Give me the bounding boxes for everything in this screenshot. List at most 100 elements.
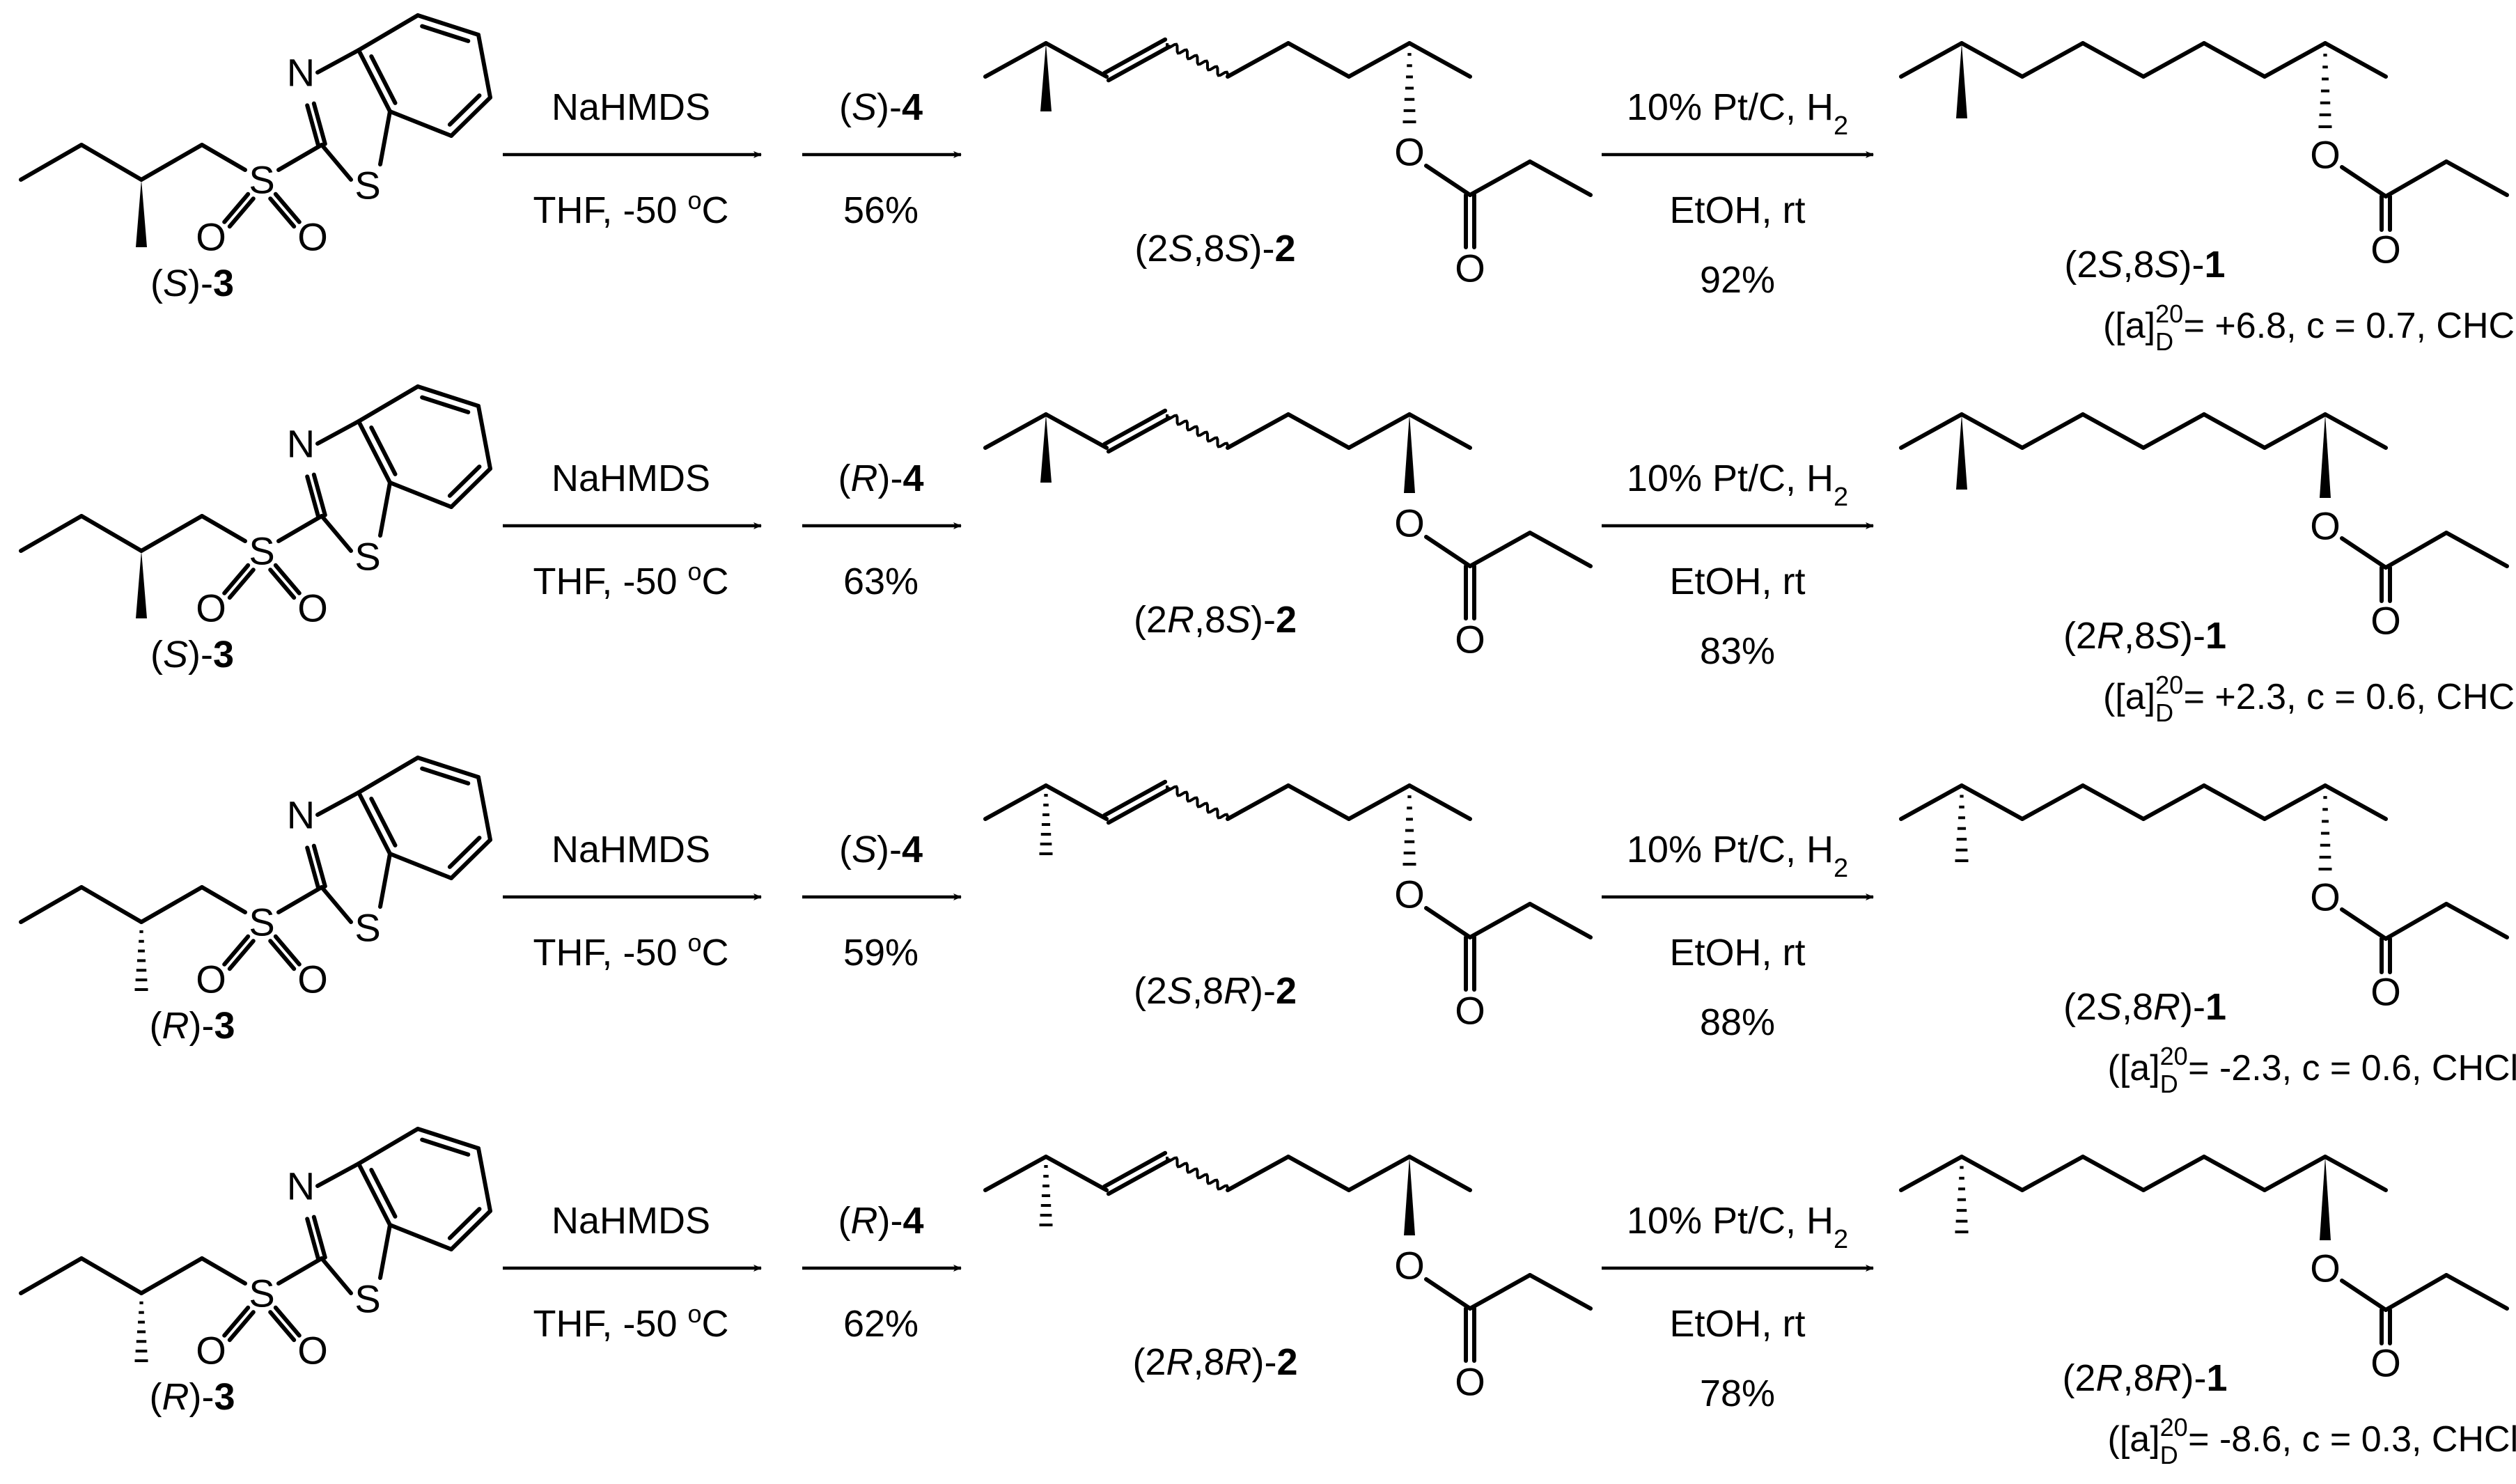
label-part: ( [838, 1200, 851, 1242]
label-part: )- [189, 1376, 214, 1418]
label-part: (2 [2063, 615, 2097, 657]
c-n-double-bond [305, 845, 321, 891]
yield-text: 62% [843, 1303, 919, 1345]
c-n-double-bond [311, 472, 327, 517]
label-part: (2 [1134, 599, 1167, 641]
reagent-text: NaHMDS [552, 86, 710, 128]
compound-number: 2 [1276, 1341, 1297, 1383]
bond [79, 885, 143, 924]
bond [19, 143, 84, 182]
aromatic-inner-bond [447, 836, 482, 869]
compound-number: 1 [2205, 986, 2226, 1028]
yield-text: 63% [843, 561, 919, 602]
sulfonyl-s-atom: S [249, 158, 274, 202]
bond [19, 1256, 84, 1295]
bond [139, 885, 204, 924]
bond [388, 109, 453, 138]
alkene-double-bond [1102, 1150, 1168, 1189]
ester-stereo-bond [2320, 1157, 2331, 1240]
bond [1528, 902, 1593, 939]
ester-stereo-bond [1402, 795, 1416, 866]
ester-stereo-bond [2320, 414, 2331, 498]
optical-rotation: ([a]20D = +2.3, c = 0.6, CHCl3) [2103, 671, 2516, 727]
label-part: )- [1251, 599, 1276, 641]
bond [2202, 1155, 2267, 1192]
label-config: R [1225, 1341, 1252, 1383]
alkene-double-bond [1106, 787, 1171, 825]
sulfonyl-o-atom: O [297, 215, 328, 259]
alkene-ester-2-structure: OO [983, 779, 1593, 1033]
bond [357, 384, 420, 423]
label-part: )- [188, 634, 213, 675]
bond [2263, 412, 2327, 450]
bond [983, 412, 1048, 450]
methyl-stereo-bond [136, 180, 147, 247]
ester-o-atom: O [2310, 504, 2341, 548]
bond [416, 1127, 480, 1150]
c-n-double-bond [311, 1214, 327, 1260]
s-o-double-bond [268, 1310, 297, 1343]
conditions-text: THF, -50 oC [533, 557, 728, 603]
label-config: S [2097, 986, 2122, 1028]
methyl-stereo-bond [134, 930, 148, 991]
label-config: S [1168, 228, 1193, 270]
conditions-part: THF, -50 [533, 189, 687, 231]
conditions-part: C [702, 189, 729, 231]
thiazole-n-atom: N [287, 793, 315, 837]
bond [1286, 412, 1351, 450]
bond [79, 143, 143, 182]
bond [1899, 783, 1964, 821]
ester-stereo-bond [1404, 1157, 1415, 1235]
compound-number: 3 [213, 263, 234, 304]
bond [378, 481, 392, 538]
label-part: )- [1251, 970, 1276, 1012]
label-config: S [163, 263, 188, 304]
saturated-ester-1-structure: OO [1899, 412, 2509, 643]
methyl-stereo-bond [1040, 414, 1052, 483]
bond [2202, 412, 2267, 450]
compound-number: 1 [2206, 1357, 2227, 1399]
ester-o-atom: O [1394, 130, 1425, 174]
intermediate-compound-label: (2S,8S)-2 [1134, 228, 1295, 270]
bond [357, 790, 392, 856]
bond [1424, 1277, 1472, 1311]
compound-number: 2 [1276, 599, 1297, 641]
label-config: R [162, 1005, 189, 1047]
label-config: S [2155, 615, 2180, 657]
bond [1407, 41, 1472, 79]
label-config: S [852, 829, 877, 870]
subscript: 2 [1834, 483, 1848, 512]
solvent-text: EtOH, rt [1669, 1303, 1805, 1345]
label-config: S [163, 634, 188, 675]
label-part: (2 [2064, 244, 2097, 286]
bond [476, 775, 492, 842]
compound-number: 1 [2205, 615, 2226, 657]
bond [139, 143, 204, 182]
bond [357, 13, 420, 52]
s-o-double-bond [222, 192, 251, 224]
bond [416, 384, 480, 408]
product-compound-label: (2S,8S)-1 [2064, 244, 2225, 286]
bond [1044, 412, 1109, 450]
ester-o-atom: O [1394, 501, 1425, 545]
aromatic-inner-bond [369, 54, 398, 105]
alkene-double-bond [1102, 408, 1168, 446]
aromatic-inner-bond [369, 425, 398, 476]
label-config: R [1166, 1341, 1193, 1383]
bond [2263, 1155, 2327, 1192]
ester-o-atom: O [2310, 1247, 2341, 1290]
methyl-stereo-bond [1040, 43, 1052, 111]
ester-stereo-bond [2318, 54, 2332, 128]
methyl-stereo-bond [134, 1301, 148, 1362]
rotation-part: ([a] [2103, 306, 2155, 346]
product-compound-label: (2S,8R)-1 [2063, 986, 2226, 1028]
conditions-part: C [702, 1303, 729, 1345]
subscript: D [2160, 1441, 2178, 1469]
bond [2340, 907, 2388, 941]
compound-number: 1 [2205, 244, 2226, 286]
intermediate-compound-label: (2S,8R)-2 [1134, 970, 1297, 1012]
bond [315, 419, 361, 446]
label-config: R [1224, 970, 1251, 1012]
bond [449, 467, 492, 509]
sulfonyl-o-atom: O [196, 958, 226, 1001]
